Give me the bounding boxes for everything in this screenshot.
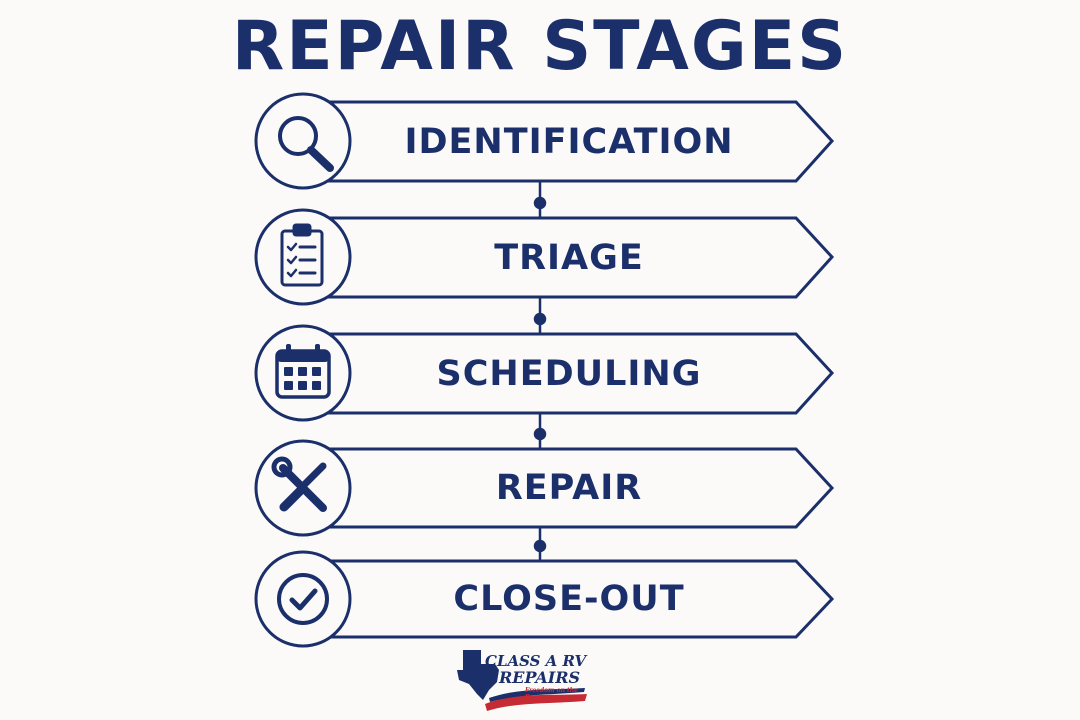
stage-triage xyxy=(254,208,835,306)
texas-flag-graphic xyxy=(457,650,587,711)
icon-circle xyxy=(254,92,352,190)
magnifying-glass-icon xyxy=(278,116,334,172)
checkmark-circle-icon xyxy=(277,573,329,625)
stage-label-identification: IDENTIFICATION xyxy=(404,122,734,162)
stage-label-triage: TRIAGE xyxy=(494,238,644,278)
clipboard-checklist-icon xyxy=(280,223,324,287)
icon-circle xyxy=(254,550,352,648)
stage-repair xyxy=(254,439,835,537)
calendar-icon xyxy=(275,344,331,399)
stage-close-out xyxy=(254,550,835,648)
stage-scheduling xyxy=(254,324,835,422)
company-logo: CLASS A RV REPAIRS Freedom on the Road xyxy=(455,644,595,716)
stage-label-close-out: CLOSE-OUT xyxy=(453,579,685,619)
stage-label-scheduling: SCHEDULING xyxy=(436,354,702,394)
logo-line2: REPAIRS xyxy=(499,668,581,687)
logo-line1: CLASS A RV xyxy=(485,652,587,670)
page-title: REPAIR STAGES xyxy=(231,7,849,86)
wrench-screwdriver-icon xyxy=(271,456,327,512)
icon-circle xyxy=(254,208,352,306)
stage-identification xyxy=(254,92,835,190)
connectors xyxy=(533,181,547,561)
stage-label-repair: REPAIR xyxy=(495,468,643,508)
logo-tagline: Freedom on the Road xyxy=(525,687,578,701)
